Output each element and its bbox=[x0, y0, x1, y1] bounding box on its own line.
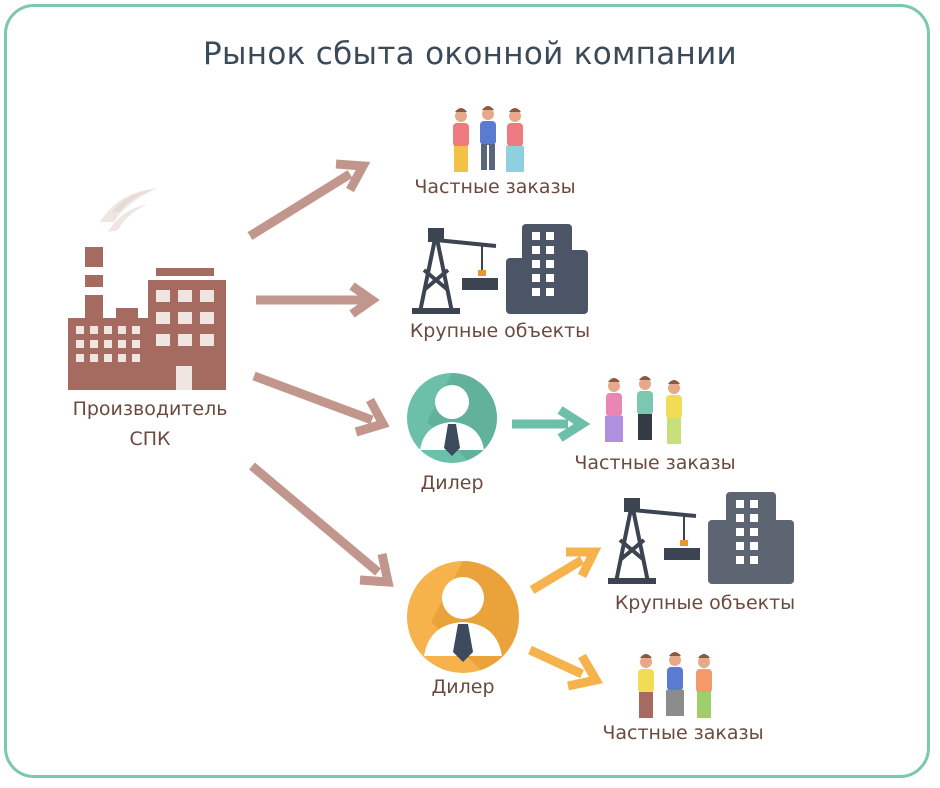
dealer-avatar-icon-1 bbox=[407, 373, 497, 463]
people-group-icon-2 bbox=[605, 376, 682, 444]
dealer2-arrows bbox=[528, 547, 604, 691]
arrow-head-6 bbox=[567, 653, 604, 691]
construction-icon-1 bbox=[412, 224, 588, 314]
producer-label-line2: СПК bbox=[129, 428, 171, 450]
arrow-head-2 bbox=[349, 282, 380, 318]
private-orders-label-3: Частные заказы bbox=[602, 722, 764, 744]
dealer-label-2: Дилер bbox=[431, 676, 495, 698]
factory-icon bbox=[68, 188, 226, 390]
dealer1-arrow bbox=[512, 406, 591, 442]
arrow-to-large-objects-2 bbox=[529, 556, 585, 594]
dealer-label-1: Дилер bbox=[420, 472, 484, 494]
arrow-to-dealer-2 bbox=[249, 462, 381, 576]
private-orders-label-1: Частные заказы bbox=[414, 176, 576, 198]
arrow-to-dealer-1 bbox=[252, 371, 374, 425]
people-group-icon-1 bbox=[453, 106, 524, 172]
private-orders-label-2: Частные заказы bbox=[574, 452, 736, 474]
arrow-head-4 bbox=[359, 553, 394, 587]
large-objects-label-2: Крупные объекты bbox=[614, 592, 796, 614]
producer-label-line1: Производитель bbox=[72, 398, 228, 420]
people-group-icon-3 bbox=[638, 652, 712, 718]
arrow-head-5 bbox=[566, 547, 602, 579]
arrow-to-private-orders-1 bbox=[247, 170, 353, 240]
construction-icon-2 bbox=[608, 492, 794, 584]
arrow-head-3 bbox=[354, 397, 390, 437]
large-objects-label-1: Крупные объекты bbox=[409, 320, 591, 342]
diagram-title: Рынок сбыта оконной компании bbox=[203, 36, 737, 72]
arrow-head-1 bbox=[335, 159, 371, 193]
producer-arrows bbox=[247, 159, 394, 587]
arrow-to-private-orders-3 bbox=[528, 645, 584, 679]
dealer-avatar-icon-2 bbox=[407, 561, 519, 673]
